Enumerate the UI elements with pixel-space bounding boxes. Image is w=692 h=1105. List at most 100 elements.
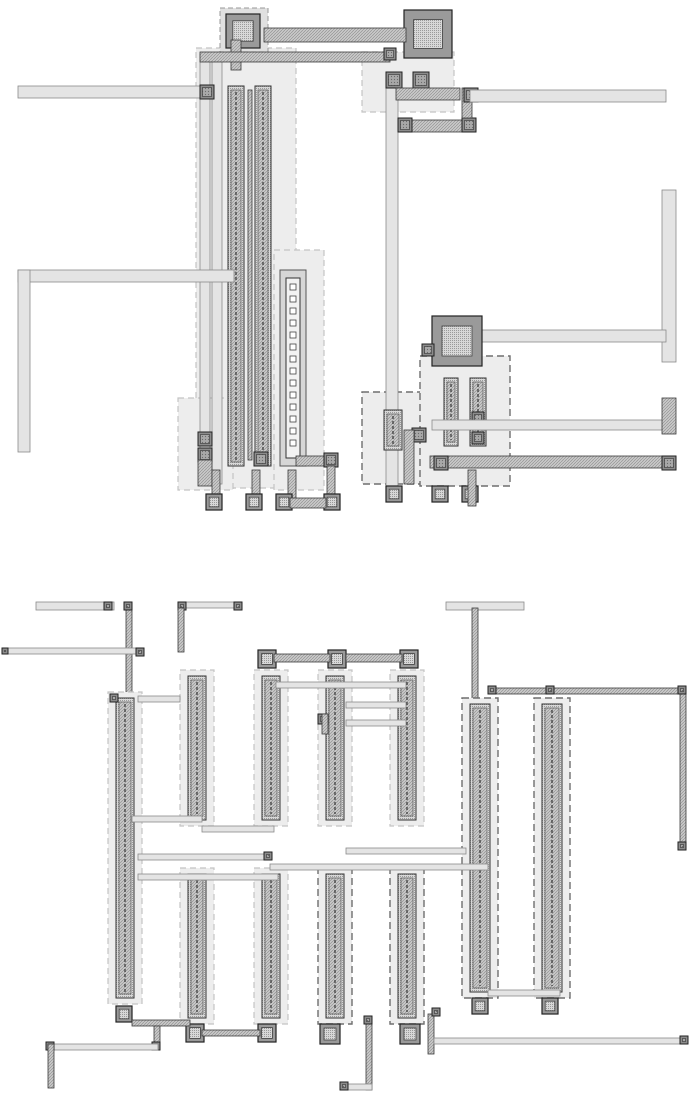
right-bottom-drop [468, 470, 476, 506]
bl-bottom-pad-1-inner [119, 1009, 129, 1019]
bottom-pad-link [290, 498, 326, 508]
bl-tall-bottom-bus [488, 990, 560, 996]
bottom-layout-drawing [0, 590, 692, 1105]
left-input-wire [18, 86, 204, 98]
bl-top-stub-3 [446, 602, 524, 610]
right-top-via-2-core [416, 75, 427, 86]
gr-drop-1 [404, 430, 414, 484]
bl-top-pad-2-inner [332, 654, 343, 665]
right-mid-via-core [425, 347, 432, 354]
right-mid-pad-inner [442, 326, 472, 356]
right-bottom-pad-2-inner [435, 489, 445, 499]
right-device-contact [290, 356, 296, 362]
right-device-contact [290, 380, 296, 386]
bl-top-stub-2 [178, 602, 240, 608]
main-finger-2-poly [258, 90, 268, 462]
bottom-layout-panel [0, 590, 692, 1105]
bl-bottom-pad-5-inner [404, 1028, 416, 1040]
top-bridge-wire [264, 28, 406, 42]
bl-left-input-via-core [5, 651, 6, 652]
bl-bottom-right-via-core [435, 1011, 438, 1014]
left-rail-inner [212, 54, 222, 484]
bl-feed-2 [178, 608, 184, 652]
bl-bus-top-2 [346, 702, 406, 708]
right-device-contact [290, 392, 296, 398]
gr-bottom-bus [430, 456, 662, 468]
bl-right-output-via-3-core [681, 689, 684, 692]
bl-bottom-pad-3-inner [262, 1028, 273, 1039]
bl-bottom-right-wire [434, 1038, 686, 1044]
bl-top-stub-2-via-2-core [237, 605, 240, 608]
bl-bus-right [346, 848, 466, 854]
top-bus-via-core [387, 51, 394, 58]
bl-feed-3 [472, 608, 478, 700]
bl-right-output-via-1-core [491, 689, 494, 692]
bl-mid-drop [322, 714, 328, 734]
gr-right-riser [662, 398, 676, 434]
right-device-contact [290, 284, 296, 290]
top-layout-drawing [0, 0, 692, 520]
gr-bottom-via-core [437, 459, 446, 468]
bl-bottom-left-drop [48, 1044, 54, 1088]
right-input-wire [478, 330, 666, 342]
right-upper-via-2-core [465, 121, 474, 130]
right-device-contact [290, 332, 296, 338]
bl-bus-top-1 [276, 682, 406, 688]
top-layout-panel [0, 0, 692, 520]
bottom-pad-3-inner [279, 497, 289, 507]
bottom-left-via-1-core [201, 435, 210, 444]
bottom-pad-4-inner [327, 497, 337, 507]
bl-bus-a [138, 696, 180, 702]
bottom-left-stub [198, 460, 212, 486]
bl-bottom-center-via-core [367, 1019, 370, 1022]
bottom-left-via-2-core [201, 451, 210, 460]
bl-bottom-pad-2-inner [190, 1028, 201, 1039]
bottom-right-via-core [327, 456, 336, 465]
right-bottom-pad-1-inner [389, 489, 399, 499]
right-device-contact [290, 308, 296, 314]
bl-bottom-left-wire [48, 1044, 158, 1050]
right-device-contact [290, 368, 296, 374]
right-top-link [396, 88, 460, 100]
right-device-contact [290, 428, 296, 434]
top-horizontal-bus [200, 52, 390, 62]
gr-right-via-core [665, 459, 674, 468]
bl-bus-center-via-core [267, 855, 270, 858]
right-device-contact [290, 404, 296, 410]
bottom-pad-2-inner [249, 497, 259, 507]
bl-bottom-center-stub-via-core [343, 1085, 346, 1088]
top-right-pad-inner [414, 20, 443, 49]
top-left-pad-inner [233, 21, 253, 41]
main-finger-gate [248, 90, 252, 460]
bl-right-output-top [490, 688, 680, 694]
bl-bus-center-2 [138, 874, 278, 880]
left-lower-input-drop [18, 270, 30, 452]
bl-top-pad-link-2 [346, 654, 402, 662]
left-input-via-core [203, 88, 212, 97]
bl-left-input-wire [2, 648, 142, 654]
right-device-contact [290, 296, 296, 302]
right-device-contact [290, 416, 296, 422]
bl-bus-mid-1 [132, 816, 202, 822]
right-upper-via-1-core [401, 121, 410, 130]
bl-bus-top-3 [346, 720, 406, 726]
right-output-wire [470, 90, 666, 102]
gr-contact-2-core [475, 435, 482, 442]
bl-bottom-right-end-via-core [683, 1039, 686, 1042]
right-top-via-core [389, 75, 400, 86]
bl-bottom-pad-4-inner [324, 1028, 336, 1040]
bl-right-output-drop [680, 690, 686, 848]
gr-right-wire [432, 420, 668, 430]
bl-top-pad-link-1 [274, 654, 330, 662]
bl-top-pad-3-inner [404, 654, 415, 665]
bl-bus-a-via-core [113, 697, 116, 700]
bl-bottom-center-drop [366, 1020, 372, 1090]
bl-top-pad-1-inner [262, 654, 273, 665]
bottom-pad-1-inner [209, 497, 219, 507]
left-rail-outer [200, 54, 210, 484]
bl-right-output-via-2-core [549, 689, 552, 692]
bl-top-stub-1-via-core [107, 605, 110, 608]
left-lower-input-wire [18, 270, 234, 282]
gr-mid-via-core [415, 431, 424, 440]
